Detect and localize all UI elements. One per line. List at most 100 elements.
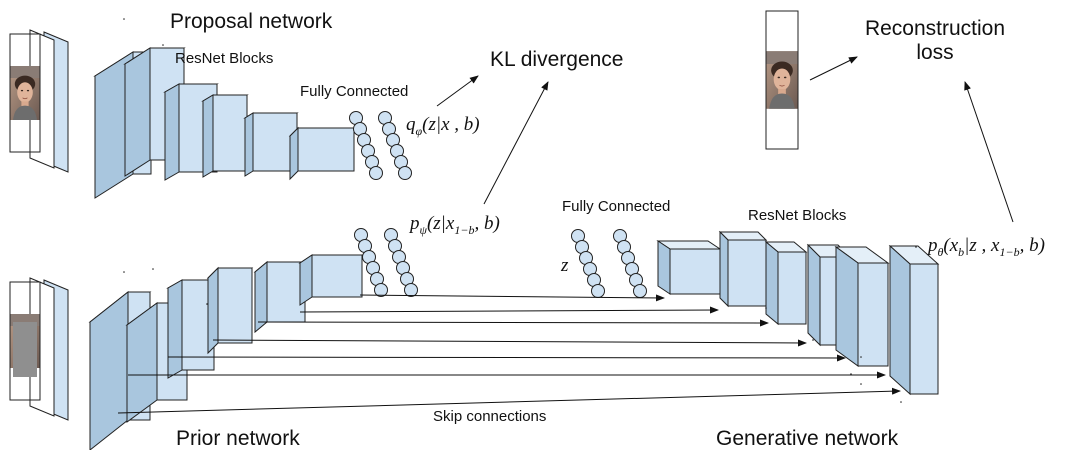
face-image bbox=[10, 65, 40, 121]
block-side-face bbox=[807, 243, 821, 347]
neuron bbox=[398, 166, 412, 180]
neuron bbox=[369, 166, 383, 180]
neuron-column bbox=[613, 229, 647, 298]
reconstruction-loss-line1: Reconstruction bbox=[864, 17, 1006, 40]
stray-dot bbox=[765, 307, 767, 309]
stray-dots bbox=[123, 18, 917, 403]
face-frame bbox=[9, 281, 41, 401]
generative-network-title: Generative network bbox=[716, 427, 899, 450]
resnet-block bbox=[764, 240, 808, 326]
block-front-face bbox=[857, 262, 889, 367]
resnet-block bbox=[166, 279, 216, 379]
neuron bbox=[404, 283, 418, 297]
block-side-face bbox=[765, 240, 779, 326]
face-frame bbox=[765, 10, 799, 150]
reconstructed-face-image bbox=[766, 50, 798, 110]
q-phi-formula: qφ(z|x , b) bbox=[406, 114, 480, 138]
prior-network-title: Prior network bbox=[176, 427, 300, 450]
block-front-face bbox=[311, 254, 363, 298]
block-front-face bbox=[909, 263, 939, 395]
resnet-block bbox=[288, 126, 356, 181]
resnet-blocks-label-top: ResNet Blocks bbox=[175, 50, 274, 67]
masked-face-stack bbox=[9, 277, 69, 421]
mask-patch bbox=[13, 322, 37, 377]
arrows bbox=[117, 56, 1014, 414]
resnet-block bbox=[243, 112, 299, 177]
block-side-face bbox=[889, 244, 911, 396]
block-side-face bbox=[289, 126, 299, 181]
block-side-face bbox=[164, 83, 180, 181]
stray-dot bbox=[152, 268, 154, 270]
resnet-block bbox=[656, 240, 722, 295]
arrow bbox=[436, 75, 479, 107]
block-front-face bbox=[669, 248, 721, 295]
block-side-face bbox=[657, 240, 671, 295]
stray-dot bbox=[915, 246, 917, 248]
block-side-face bbox=[167, 279, 183, 379]
block-side-face bbox=[244, 112, 254, 177]
neuron-column bbox=[378, 111, 412, 180]
resnet-block bbox=[834, 246, 890, 367]
stray-dot bbox=[900, 401, 902, 403]
resnet-block bbox=[206, 266, 254, 355]
p-psi-formula: pψ(z|x1−b, b) bbox=[410, 213, 500, 237]
block-side-face bbox=[719, 230, 729, 308]
resnet-block bbox=[201, 94, 249, 178]
stray-dot bbox=[206, 303, 208, 305]
stray-dot bbox=[123, 18, 125, 20]
reconstruction-loss-label: Reconstruction loss bbox=[860, 17, 1010, 65]
fully-connected-neurons bbox=[349, 111, 647, 298]
neuron bbox=[633, 284, 647, 298]
resnet-blocks-label-right: ResNet Blocks bbox=[748, 207, 847, 224]
neuron bbox=[591, 284, 605, 298]
input-images bbox=[9, 10, 799, 421]
stray-dot bbox=[812, 339, 814, 341]
block-side-face bbox=[254, 260, 268, 334]
block-side-face bbox=[835, 246, 859, 367]
resnet-block bbox=[298, 254, 364, 306]
arrow bbox=[964, 81, 1014, 223]
resnet-block bbox=[253, 260, 307, 334]
stray-dot bbox=[860, 383, 862, 385]
stray-dot bbox=[860, 356, 862, 358]
resnet-block bbox=[718, 230, 768, 308]
neuron-column bbox=[571, 229, 605, 298]
arrow bbox=[809, 56, 858, 81]
neuron-column bbox=[349, 111, 383, 180]
resnet-blocks bbox=[88, 47, 940, 452]
skip-connections-label: Skip connections bbox=[433, 408, 547, 425]
block-front-face bbox=[212, 94, 248, 172]
neuron-column bbox=[384, 228, 418, 297]
block-side-face bbox=[124, 47, 151, 177]
neuron bbox=[374, 283, 388, 297]
arrow bbox=[212, 339, 807, 347]
stray-dot bbox=[123, 271, 125, 273]
arrow bbox=[257, 319, 769, 327]
arrow bbox=[117, 387, 901, 414]
face-stack bbox=[9, 29, 69, 173]
resnet-block bbox=[888, 244, 940, 396]
block-side-face bbox=[89, 290, 129, 452]
fully-connected-label-mid: Fully Connected bbox=[562, 198, 671, 215]
p-theta-formula: pθ(xb|z , x1−b, b) bbox=[928, 235, 1045, 259]
block-front-face bbox=[777, 251, 807, 325]
arrow bbox=[359, 294, 665, 302]
arrow bbox=[299, 306, 719, 314]
stray-dot bbox=[850, 373, 852, 375]
block-front-face bbox=[297, 127, 355, 172]
block-front-face bbox=[217, 267, 253, 344]
face-frame bbox=[9, 33, 41, 153]
fully-connected-label-top: Fully Connected bbox=[300, 83, 409, 100]
proposal-network-title: Proposal network bbox=[170, 10, 333, 33]
reconstruction-loss-line2: loss bbox=[916, 41, 954, 64]
kl-divergence-label: KL divergence bbox=[490, 48, 624, 71]
stray-dot bbox=[162, 44, 164, 46]
block-front-face bbox=[727, 239, 767, 307]
z-latent-label: z bbox=[561, 255, 569, 276]
block-front-face bbox=[266, 261, 306, 323]
block-side-face bbox=[299, 254, 313, 306]
block-side-face bbox=[202, 94, 214, 178]
neuron-column bbox=[354, 228, 388, 297]
